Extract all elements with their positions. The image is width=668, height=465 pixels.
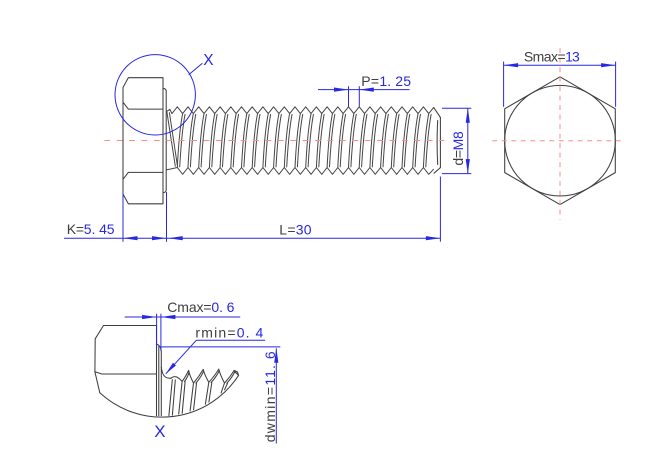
svg-text:K=5. 45: K=5. 45	[67, 221, 115, 237]
svg-text:d=M8: d=M8	[450, 131, 466, 166]
svg-text:P=1. 25: P=1. 25	[361, 73, 411, 89]
svg-text:rmin=0. 4: rmin=0. 4	[195, 324, 263, 340]
svg-text:Cmax=0. 6: Cmax=0. 6	[167, 299, 234, 315]
svg-text:X: X	[203, 52, 214, 69]
svg-text:X: X	[154, 422, 165, 441]
svg-text:Smax=13: Smax=13	[524, 49, 580, 65]
svg-text:L=30: L=30	[279, 221, 311, 237]
svg-text:dwmin=11. 6: dwmin=11. 6	[262, 351, 278, 442]
